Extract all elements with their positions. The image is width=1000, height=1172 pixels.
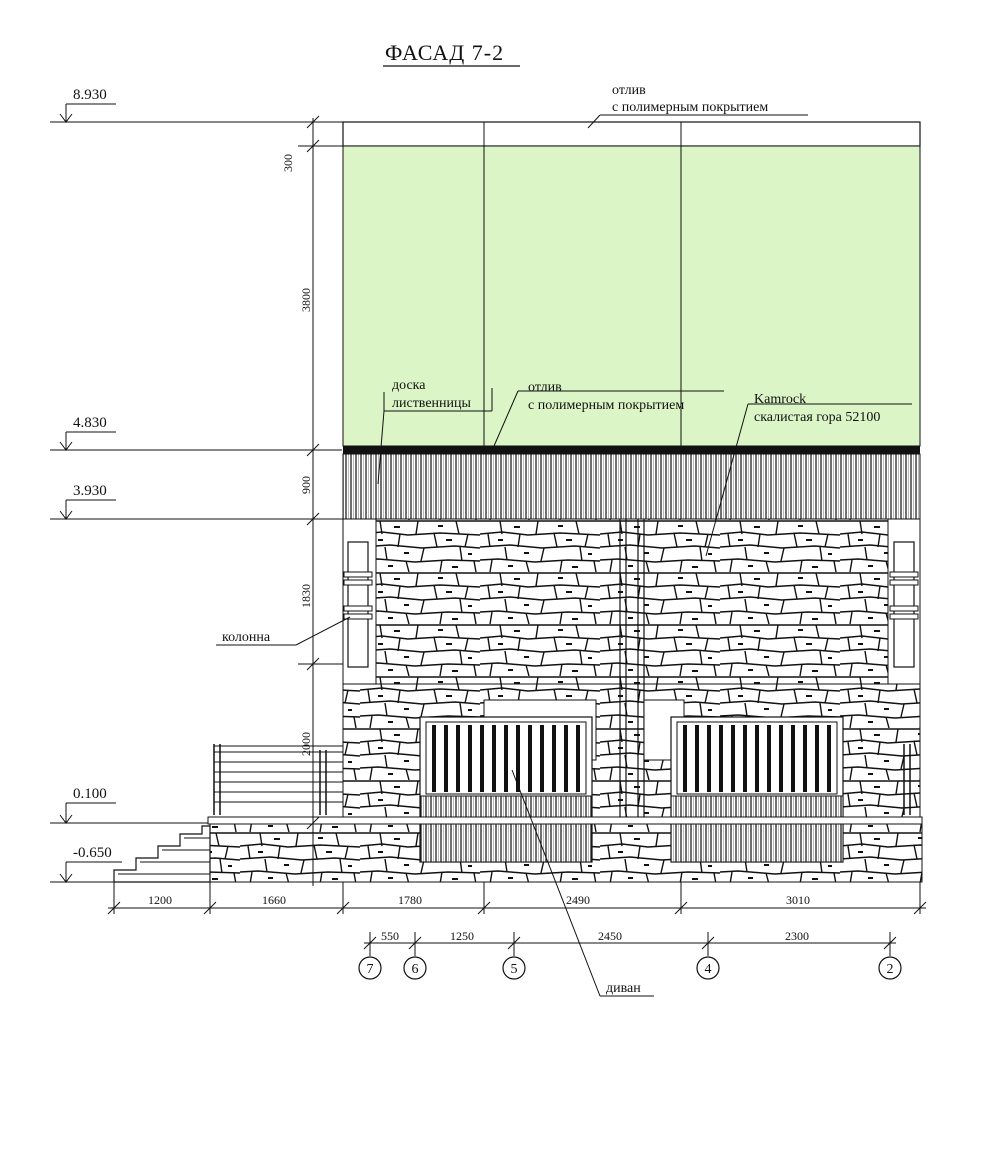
svg-text:колонна: колонна — [222, 630, 271, 645]
sofa-right — [670, 716, 844, 863]
terrace-slab — [207, 816, 923, 825]
adim-1250: 1250 — [450, 929, 474, 943]
vdim-3800: 3800 — [299, 288, 313, 312]
entrance-steps — [113, 825, 211, 883]
axis-bubble-7: 7 — [358, 956, 382, 980]
svg-text:диван: диван — [606, 981, 641, 996]
svg-text:3.930: 3.930 — [73, 483, 107, 499]
bdim-1200: 1200 — [148, 893, 172, 907]
svg-text:с полимерным покрытием: с полимерным покрытием — [612, 100, 768, 115]
door-frame — [619, 519, 645, 823]
adim-2450: 2450 — [598, 929, 622, 943]
adim-550: 550 — [381, 929, 399, 943]
vdim-2000: 2000 — [299, 732, 313, 756]
level-marker-3930: 3.930 — [59, 483, 116, 520]
vdim-300: 300 — [281, 154, 295, 172]
svg-text:8.930: 8.930 — [73, 87, 107, 103]
axis-bubble-6: 6 — [403, 956, 427, 980]
note-top-flashing: отлив с полимерным покрытием — [587, 83, 808, 129]
svg-text:лиственницы: лиственницы — [392, 396, 472, 411]
stone-wall-upper — [375, 518, 889, 685]
svg-text:с полимерным покрытием: с полимерным покрытием — [528, 398, 684, 413]
level-marker-minus0650: -0.650 — [59, 845, 122, 883]
note-kamrock: Kamrock скалистая гора 52100 — [705, 392, 912, 557]
bdim-2490: 2490 — [566, 893, 590, 907]
column-left — [343, 541, 373, 668]
svg-text:доска: доска — [392, 378, 426, 393]
level-marker-8930: 8.930 — [59, 87, 116, 123]
svg-text:4: 4 — [705, 962, 712, 977]
note-sofa: диван — [511, 769, 654, 997]
svg-text:скалистая гора 52100: скалистая гора 52100 — [754, 410, 880, 425]
svg-text:4.830: 4.830 — [73, 415, 107, 431]
svg-text:-0.650: -0.650 — [73, 845, 112, 861]
column-right — [889, 541, 919, 668]
axis-bubble-5: 5 — [502, 956, 526, 980]
level-marker-4830: 4.830 — [59, 415, 116, 451]
terrace-railing — [213, 744, 911, 815]
svg-text:Kamrock: Kamrock — [754, 392, 806, 407]
axis-bubble-4: 4 — [696, 956, 720, 980]
axis-dimension-chain — [363, 932, 897, 956]
adim-2300: 2300 — [785, 929, 809, 943]
svg-text:2: 2 — [887, 962, 894, 977]
svg-text:0.100: 0.100 — [73, 786, 107, 802]
larch-board-band — [342, 453, 921, 520]
upper-facade-panel — [342, 145, 921, 447]
note-column: колонна — [216, 616, 351, 646]
top-flashing — [342, 121, 921, 147]
bdim-1780: 1780 — [398, 893, 422, 907]
svg-text:7: 7 — [367, 962, 374, 977]
bottom-dimension-chain — [107, 882, 927, 915]
bdim-1660: 1660 — [262, 893, 286, 907]
axis-bubble-2: 2 — [878, 956, 902, 980]
svg-text:5: 5 — [511, 962, 518, 977]
svg-text:6: 6 — [412, 962, 419, 977]
svg-text:отлив: отлив — [612, 83, 646, 98]
vdim-900: 900 — [299, 476, 313, 494]
level-marker-0100: 0.100 — [59, 786, 116, 824]
sofa-left — [419, 716, 593, 863]
vdim-1830: 1830 — [299, 584, 313, 608]
note-mid-flashing: отлив с полимерным покрытием — [493, 380, 724, 447]
vertical-dimension-chain — [298, 115, 343, 886]
svg-text:отлив: отлив — [528, 380, 562, 395]
note-larch-board: доска лиственницы — [377, 378, 493, 485]
drawing-title: ФАСАД 7-2 — [385, 40, 504, 65]
bdim-3010: 3010 — [786, 893, 810, 907]
mid-cornice — [343, 446, 920, 454]
